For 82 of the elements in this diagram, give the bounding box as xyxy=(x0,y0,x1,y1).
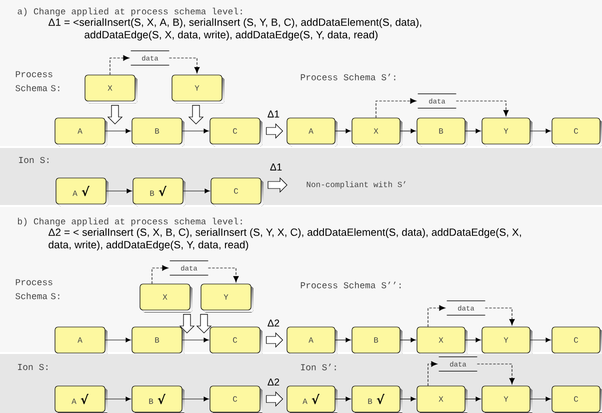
process-box: C xyxy=(210,118,262,146)
edge-label: Δ1 xyxy=(270,164,282,170)
data-flow-arrow xyxy=(456,100,509,116)
process-box: A √ xyxy=(54,386,108,413)
process-box: C xyxy=(552,118,602,146)
section-heading: Process Schema S’’: xyxy=(300,282,401,288)
process-box: Y xyxy=(200,284,254,312)
process-box: C xyxy=(210,386,262,413)
status-text: Non-compliant with S’ xyxy=(306,181,406,189)
block-arrow xyxy=(266,123,284,139)
arrow xyxy=(530,128,551,134)
block-arrow xyxy=(268,177,288,193)
process-box: Y xyxy=(482,386,532,413)
process-box: B √ xyxy=(132,386,184,413)
arrow xyxy=(465,338,481,342)
schema-label: Process Schema S: xyxy=(16,279,60,300)
process-box: A √ xyxy=(286,386,338,413)
data-flow-arrow xyxy=(208,268,239,282)
data-flow-arrow xyxy=(110,55,130,75)
process-box: Y xyxy=(172,74,224,104)
arrow xyxy=(105,396,131,402)
process-box: A xyxy=(286,118,338,146)
process-box: A xyxy=(54,118,108,146)
change-formula: Δ1 = <serialInsert(S, X, A, B), serialInsert (S, Y, B, C), addDataElement(S, data), addDataEdge(S, X, data, write), addDataEdge(S, Y, data, read) xyxy=(48,18,422,40)
arrow xyxy=(530,338,551,342)
process-box: C xyxy=(210,178,264,206)
arrow xyxy=(182,338,209,342)
process-box: A xyxy=(54,326,108,356)
section-heading: Process Schema S’: xyxy=(300,74,396,80)
arrow xyxy=(105,128,131,134)
edge-label: Δ2 xyxy=(268,320,280,326)
data-flow-arrow xyxy=(476,364,515,384)
arrow xyxy=(465,396,481,402)
arrow xyxy=(335,396,351,402)
process-box: X xyxy=(140,284,192,312)
process-box: B √ xyxy=(132,178,186,206)
data-flow-arrow xyxy=(428,361,438,386)
process-box: X xyxy=(84,74,138,104)
process-box: X xyxy=(416,326,468,356)
data-flow-arrow xyxy=(376,98,416,118)
arrow xyxy=(400,338,416,342)
process-box: B √ xyxy=(352,386,402,413)
data-flow-arrow xyxy=(152,265,168,284)
block-arrow xyxy=(266,332,284,348)
process-box: B xyxy=(416,118,468,146)
section-heading: a) Change applied at process schema level: xyxy=(18,8,242,16)
arrow xyxy=(400,396,416,402)
arrow xyxy=(335,128,351,134)
arrow xyxy=(182,128,209,134)
data-flow-arrow xyxy=(484,308,515,326)
block-arrow xyxy=(107,105,123,124)
process-box: B xyxy=(132,326,184,356)
block-arrow xyxy=(188,105,204,124)
process-box: A xyxy=(286,326,338,356)
process-box: C xyxy=(552,326,602,356)
data-flow-arrow xyxy=(428,305,446,327)
process-box: C xyxy=(210,326,262,356)
schema-label: Process Schema S: xyxy=(16,71,60,92)
arrow xyxy=(335,338,351,342)
process-box: X xyxy=(352,118,402,146)
process-box: A √ xyxy=(56,178,108,206)
section-heading: b) Change applied at process schema level: xyxy=(18,218,242,226)
arrow xyxy=(465,128,481,134)
arrow xyxy=(183,188,210,194)
process-box: Y xyxy=(482,326,532,356)
arrow xyxy=(530,396,551,402)
edge-label: Δ1 xyxy=(268,110,280,118)
edge-label: Δ2 xyxy=(268,378,280,386)
process-box: X xyxy=(416,386,468,413)
data-flow-arrow xyxy=(168,58,200,74)
process-box: B xyxy=(352,326,402,356)
block-arrow xyxy=(179,314,195,334)
arrow xyxy=(106,188,132,194)
block-arrow xyxy=(196,314,212,334)
process-box: B xyxy=(132,118,184,146)
arrow xyxy=(182,396,209,402)
change-formula: Δ2 = < serialInsert (S, X, B, C), serialInsert (S, Y, X, C), addDataElement(S, data), addDataEdge(S, X, data, write), addDataEdge(S, Y, data, read) xyxy=(48,228,521,250)
process-box: Y xyxy=(482,118,532,146)
arrow xyxy=(400,128,416,134)
process-box: C xyxy=(552,386,602,413)
block-arrow xyxy=(266,391,284,407)
arrow xyxy=(105,338,131,342)
